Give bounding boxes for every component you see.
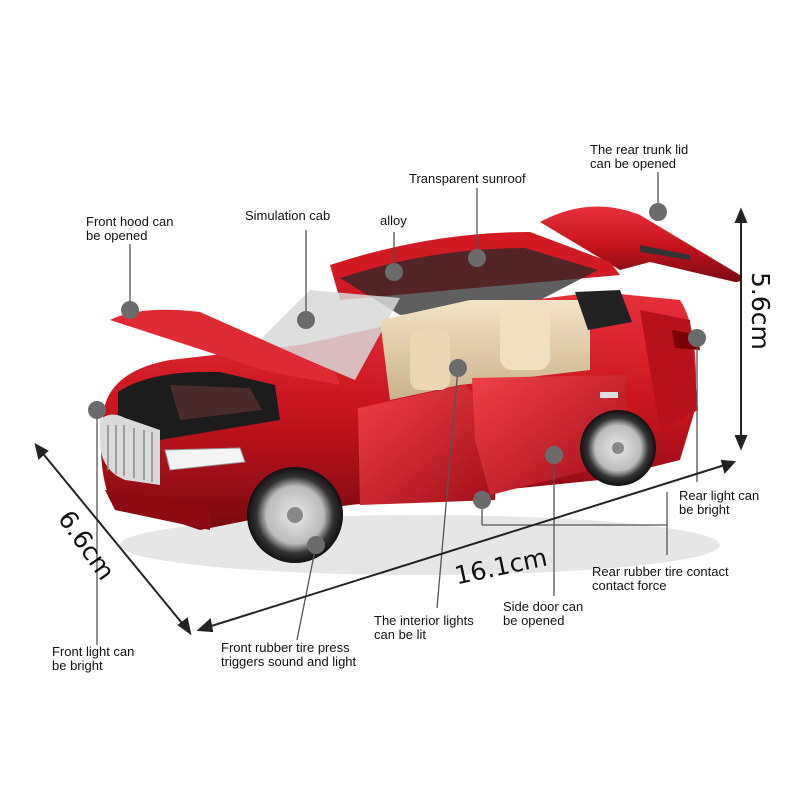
callout-front-light: Front light can be bright bbox=[52, 644, 135, 673]
front-door bbox=[358, 385, 500, 505]
rear-seat bbox=[500, 300, 550, 370]
sunroof-glass bbox=[340, 248, 598, 315]
marker-front-tire bbox=[307, 536, 325, 554]
windshield bbox=[260, 290, 400, 380]
callout-rear-tire: Rear rubber tire contact contact force bbox=[592, 564, 729, 593]
marker-dots bbox=[88, 203, 706, 554]
dimension-height: 5.6cm bbox=[746, 272, 775, 350]
headlight bbox=[164, 447, 246, 471]
front-bumper bbox=[105, 490, 210, 530]
marker-interior-lights bbox=[449, 359, 467, 377]
marker-rear-tire bbox=[473, 491, 491, 509]
callout-sunroof: Transparent sunroof bbox=[409, 171, 526, 186]
callout-side-door: Side door can be opened bbox=[503, 599, 584, 628]
callout-front-tire: Front rubber tire press triggers sound a… bbox=[221, 640, 357, 669]
marker-side-door bbox=[545, 446, 563, 464]
callout-rear-trunk: The rear trunk lid can be opened bbox=[590, 142, 689, 171]
rear-window bbox=[575, 290, 632, 330]
hood bbox=[110, 309, 340, 385]
callout-rear-light: Rear light can be bright bbox=[679, 488, 760, 517]
grille bbox=[100, 414, 160, 485]
callout-cab: Simulation cab bbox=[245, 208, 331, 223]
marker-front-light bbox=[88, 401, 106, 419]
callout-interior-lights: The interior lights can be lit bbox=[374, 613, 474, 642]
marker-rear-light bbox=[688, 329, 706, 347]
marker-sunroof bbox=[468, 249, 486, 267]
engine-cover bbox=[170, 385, 262, 420]
callout-front-hood: Front hood can be opened bbox=[86, 214, 174, 243]
trunk-light bbox=[640, 245, 690, 260]
marker-cab bbox=[297, 311, 315, 329]
front-seat bbox=[410, 330, 450, 390]
marker-trunk bbox=[649, 203, 667, 221]
marker-alloy bbox=[385, 263, 403, 281]
callout-alloy: alloy bbox=[380, 213, 407, 228]
trunk-lid bbox=[540, 206, 742, 282]
marker-hood bbox=[121, 301, 139, 319]
door-handle bbox=[600, 392, 618, 398]
